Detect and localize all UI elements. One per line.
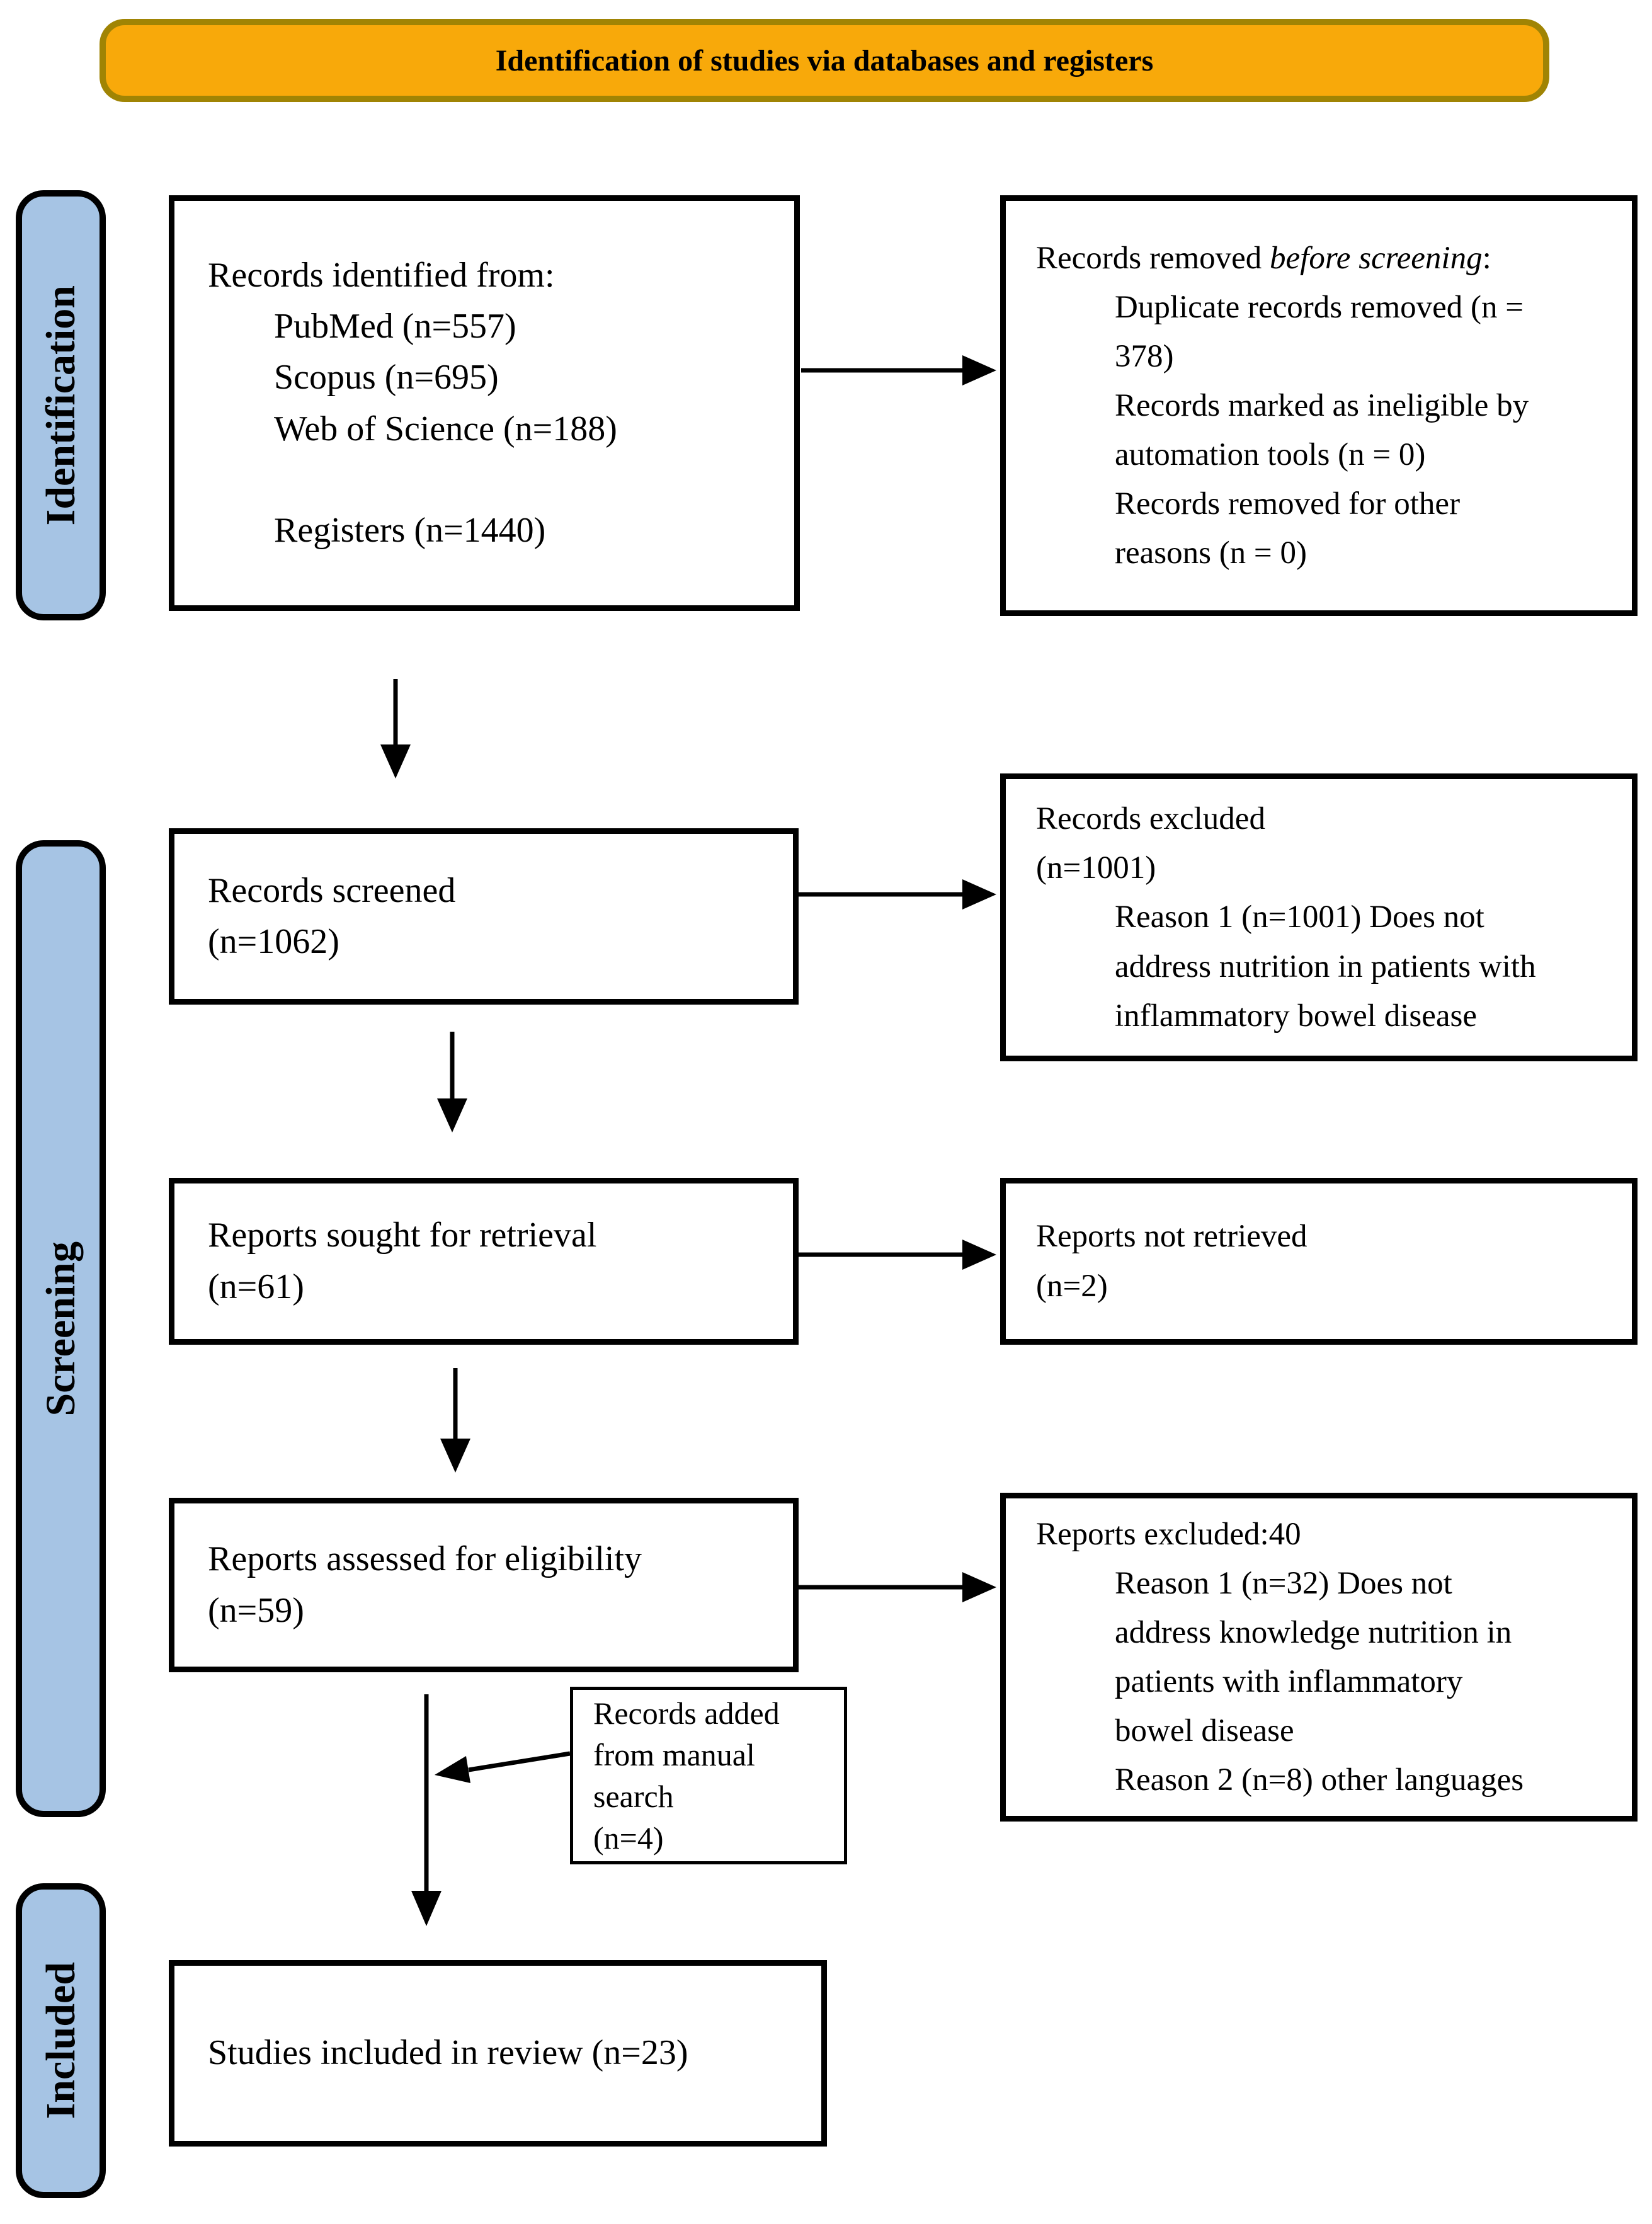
reports-sought-label: Reports sought for retrieval — [208, 1216, 597, 1255]
manual-search-count: (n=4) — [593, 1820, 664, 1856]
title-banner: Identification of studies via databases … — [100, 19, 1549, 102]
arrow-sought-to-not-retrieved — [795, 1240, 996, 1270]
diagram-title: Identification of studies via databases … — [495, 43, 1154, 77]
records-removed-header: Records removed before screening: — [1036, 234, 1626, 283]
manual-search-line3: search — [593, 1779, 674, 1814]
box-records-added-manual-search: Records added from manual search (n=4) — [570, 1687, 847, 1864]
reports-excluded-reason1-line4: bowel disease — [1115, 1713, 1294, 1749]
studies-included-label: Studies included in review (n=23) — [208, 2033, 688, 2073]
reports-sought-count: (n=61) — [208, 1267, 304, 1306]
arrow-manual-to-main-flow — [435, 1751, 571, 1783]
arrow-identified-to-removed — [801, 355, 996, 385]
blank-line — [208, 455, 788, 505]
box-reports-not-retrieved: Reports not retrieved (n=2) — [1000, 1178, 1638, 1345]
arrow-screened-to-sought — [437, 1032, 467, 1132]
source-registers: Registers (n=1440) — [274, 510, 546, 550]
reports-assessed-count: (n=59) — [208, 1590, 304, 1630]
manual-search-line2: from manual — [593, 1737, 755, 1772]
reports-excluded-header: Reports excluded:40 — [1036, 1516, 1301, 1552]
removed-duplicates-line2: 378) — [1115, 338, 1174, 374]
box-records-excluded: Records excluded (n=1001) Reason 1 (n=10… — [1000, 773, 1638, 1061]
records-screened-count: (n=1062) — [208, 922, 339, 961]
reports-not-retrieved-label: Reports not retrieved — [1036, 1219, 1307, 1255]
records-excluded-reason1-line2: address nutrition in patients with — [1115, 949, 1536, 984]
records-excluded-count: (n=1001) — [1036, 850, 1156, 886]
records-identified-header: Records identified from: — [208, 256, 555, 295]
sidebar-identification-label: Identification — [37, 285, 84, 526]
reports-excluded-reason1-line1: Reason 1 (n=32) Does not — [1115, 1565, 1452, 1601]
removed-other-line1: Records removed for other — [1115, 486, 1461, 522]
sidebar-included: Included — [16, 1883, 106, 2198]
box-reports-sought: Reports sought for retrieval (n=61) — [169, 1178, 799, 1345]
arrow-assessed-to-included — [411, 1694, 441, 1926]
manual-search-line1: Records added — [593, 1696, 780, 1731]
reports-excluded-reason1-line2: address knowledge nutrition in — [1115, 1614, 1512, 1650]
sidebar-screening-label: Screening — [37, 1241, 84, 1417]
records-excluded-label: Records excluded — [1036, 801, 1265, 837]
sidebar-included-label: Included — [37, 1962, 84, 2119]
reports-assessed-label: Reports assessed for eligibility — [208, 1539, 642, 1579]
box-reports-assessed: Reports assessed for eligibility (n=59) — [169, 1498, 799, 1672]
arrow-screened-to-excluded — [795, 879, 996, 910]
box-records-screened: Records screened (n=1062) — [169, 828, 799, 1005]
box-reports-excluded: Reports excluded:40 Reason 1 (n=32) Does… — [1000, 1493, 1638, 1822]
box-records-identified: Records identified from: PubMed (n=557) … — [169, 195, 800, 611]
removed-automation-line2: automation tools (n = 0) — [1115, 437, 1426, 472]
records-excluded-reason1-line3: inflammatory bowel disease — [1115, 998, 1477, 1034]
sidebar-identification: Identification — [16, 190, 106, 620]
reports-excluded-reason1-line3: patients with inflammatory — [1115, 1664, 1463, 1699]
source-web-of-science: Web of Science (n=188) — [274, 409, 617, 448]
records-removed-header-italic: before screening — [1270, 240, 1483, 276]
arrow-sought-to-assessed — [440, 1368, 470, 1473]
sidebar-screening: Screening — [16, 840, 106, 1817]
reports-not-retrieved-count: (n=2) — [1036, 1268, 1108, 1304]
removed-automation-line1: Records marked as ineligible by — [1115, 387, 1529, 423]
removed-duplicates-line1: Duplicate records removed (n = — [1115, 289, 1524, 325]
removed-other-line2: reasons (n = 0) — [1115, 535, 1307, 571]
arrow-identified-to-screened — [380, 679, 411, 778]
source-scopus: Scopus (n=695) — [274, 358, 499, 397]
records-excluded-reason1-line1: Reason 1 (n=1001) Does not — [1115, 899, 1484, 935]
box-records-removed: Records removed before screening: Duplic… — [1000, 195, 1638, 616]
records-screened-label: Records screened — [208, 870, 456, 910]
records-removed-header-prefix: Records removed — [1036, 240, 1270, 276]
arrow-assessed-to-reports-excluded — [795, 1572, 996, 1602]
reports-excluded-reason2: Reason 2 (n=8) other languages — [1115, 1762, 1524, 1798]
box-studies-included: Studies included in review (n=23) — [169, 1960, 827, 2147]
records-removed-header-suffix: : — [1482, 240, 1491, 276]
source-pubmed: PubMed (n=557) — [274, 307, 516, 346]
